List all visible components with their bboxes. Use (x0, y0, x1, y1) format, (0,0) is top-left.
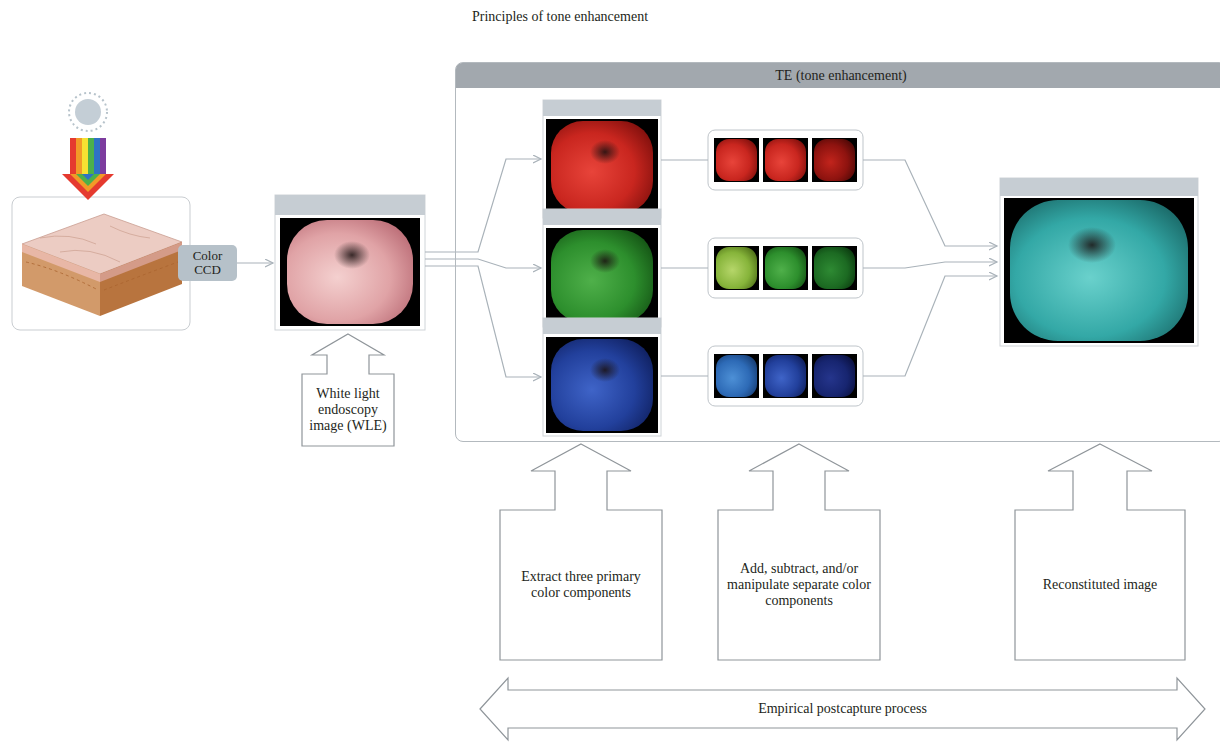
text-area: Reconstituted image (1021, 510, 1179, 660)
up-arrow-callout: Extract three primary color components (500, 444, 662, 660)
arrow-path (302, 334, 394, 446)
node-text: White light endoscopy image (WLE) (308, 386, 388, 434)
flow-lines (178, 159, 997, 377)
red-variations (708, 130, 863, 190)
up-arrow-callout: Reconstituted image (1015, 444, 1185, 660)
up-arrow-callout: White light endoscopy image (WLE) (302, 334, 394, 446)
wle-image (275, 195, 425, 330)
arrow-path (500, 444, 662, 660)
diagram-title: Principles of tone enhancement (360, 9, 760, 25)
node-text: TE (tone enhancement) (775, 68, 906, 84)
arrow-path (718, 444, 880, 660)
reconstituted-image (1000, 178, 1198, 346)
text-area: Extract three primary color components (506, 510, 656, 660)
green-component (543, 209, 661, 327)
double-arrow-band: Empirical postcapture process (480, 678, 1205, 740)
up-arrow-callout: Add, subtract, and/or manipulate separat… (718, 444, 880, 660)
sensor-label: Color CCD (178, 245, 237, 281)
tissue-illustration (12, 93, 190, 330)
node-text: Color CCD (180, 249, 235, 278)
process-panel: TE (tone enhancement) (455, 62, 1220, 442)
arrow-outline (500, 444, 662, 660)
arrow-path (1015, 444, 1185, 660)
arrow-outline (718, 444, 880, 660)
green-variations (708, 238, 863, 298)
text-area: Add, subtract, and/or manipulate separat… (724, 510, 874, 660)
blue-component (543, 318, 661, 436)
text-area: White light endoscopy image (WLE) (308, 374, 388, 446)
panel-header: TE (tone enhancement) (456, 63, 1220, 88)
arrow-outline (1015, 444, 1185, 660)
node-text: Reconstituted image (1043, 577, 1158, 593)
node-text: Add, subtract, and/or manipulate separat… (724, 561, 874, 609)
node-text: Empirical postcapture process (758, 701, 927, 717)
blue-variations (708, 346, 863, 406)
arrow-path (480, 678, 1205, 740)
red-component (543, 100, 661, 218)
text-area: Empirical postcapture process (508, 690, 1177, 728)
node-text: Extract three primary color components (506, 569, 656, 601)
